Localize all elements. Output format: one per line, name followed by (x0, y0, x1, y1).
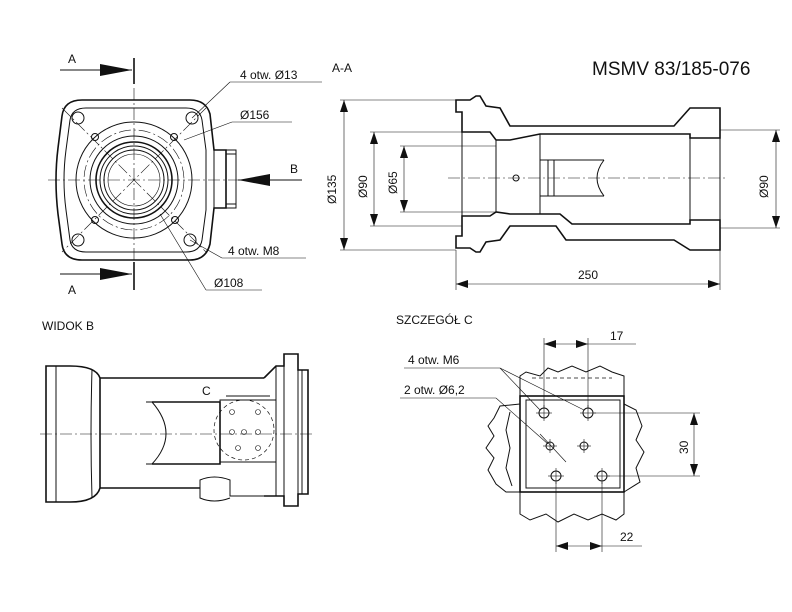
section-letter-a-bottom: A (68, 283, 76, 297)
view-letter-b: B (290, 162, 298, 176)
dia-108-label: Ø108 (214, 276, 244, 290)
view-b-label: WIDOK B (42, 319, 94, 333)
section-marker-a-bottom: A (60, 262, 135, 297)
drawing-title: MSMV 83/185-076 (592, 59, 750, 80)
dia-90-left-label: Ø90 (356, 175, 370, 198)
dim-17-label: 17 (610, 329, 624, 343)
detail-dimensions: 17 30 22 4 otw. M6 2 otw. Ø6,2 (400, 329, 700, 552)
view-b (40, 353, 312, 507)
section-marker-a-top: A (60, 52, 135, 84)
dia-135-label: Ø135 (325, 174, 339, 204)
dia-90-right-label: Ø90 (757, 175, 771, 198)
section-letter-a-top: A (68, 52, 76, 66)
section-label: A-A (332, 61, 352, 75)
view-marker-b: B (238, 162, 302, 186)
dim-22-label: 22 (620, 530, 634, 544)
holes-13-label: 4 otw. Ø13 (240, 68, 298, 82)
holes-6-2-label: 2 otw. Ø6,2 (404, 383, 465, 397)
dim-30-label: 30 (677, 440, 691, 454)
dia-65-label: Ø65 (386, 171, 400, 194)
holes-m8-label: 4 otw. M8 (228, 244, 280, 258)
holes-m6-label: 4 otw. M6 (408, 353, 460, 367)
front-view (48, 88, 240, 272)
section-view (448, 95, 728, 253)
detail-view (485, 365, 645, 523)
dia-156-label: Ø156 (240, 108, 270, 122)
detail-label: SZCZEGÓŁ C (396, 312, 473, 327)
section-dimensions: Ø135 Ø90 Ø65 Ø90 250 (325, 99, 780, 290)
length-250-label: 250 (578, 268, 598, 282)
detail-marker-c: C (202, 384, 211, 398)
